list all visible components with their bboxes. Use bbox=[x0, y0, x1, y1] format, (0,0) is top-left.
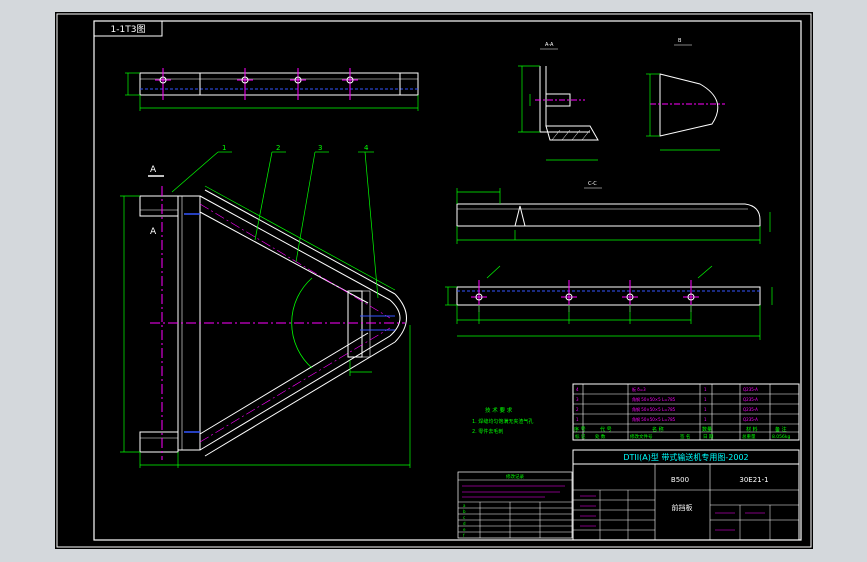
svg-text:数量: 数量 bbox=[702, 426, 712, 433]
svg-text:代 号: 代 号 bbox=[600, 426, 612, 433]
section-a-view: A-A bbox=[518, 42, 599, 161]
svg-text:e: e bbox=[463, 527, 466, 532]
svg-text:3: 3 bbox=[318, 144, 322, 152]
svg-text:角钢 50×50×5 L=785: 角钢 50×50×5 L=785 bbox=[632, 396, 676, 402]
svg-text:A: A bbox=[150, 165, 157, 175]
svg-text:8.056kg: 8.056kg bbox=[772, 434, 790, 440]
svg-text:处 数: 处 数 bbox=[595, 433, 606, 440]
svg-text:修改文件号: 修改文件号 bbox=[630, 433, 653, 440]
title-block: 4 板 δ=3 1 Q235-A 3 角钢 50×50×5 L=785 1 Q2… bbox=[572, 383, 800, 541]
svg-text:标 记: 标 记 bbox=[575, 433, 586, 440]
svg-text:Q235-A: Q235-A bbox=[743, 407, 758, 412]
part-name: 前挡板 bbox=[672, 503, 693, 512]
svg-text:1: 1 bbox=[704, 417, 707, 422]
svg-text:A-A: A-A bbox=[545, 42, 554, 48]
svg-text:1: 1 bbox=[704, 397, 707, 402]
stamp-box bbox=[93, 20, 163, 37]
svg-text:c: c bbox=[463, 515, 465, 520]
drawing-sheet bbox=[55, 12, 813, 549]
svg-text:2. 零件去毛刺: 2. 零件去毛刺 bbox=[472, 428, 503, 435]
svg-text:技 术 要 求: 技 术 要 求 bbox=[485, 406, 513, 414]
svg-text:1: 1 bbox=[576, 417, 579, 422]
svg-text:Q235-A: Q235-A bbox=[743, 417, 758, 422]
view-b-detail: B bbox=[646, 38, 725, 151]
view-d-holes bbox=[445, 265, 773, 340]
revision-table: 修改记录 a b c d e f bbox=[457, 471, 573, 539]
svg-text:A: A bbox=[150, 227, 157, 237]
svg-text:修改记录: 修改记录 bbox=[506, 473, 524, 480]
svg-text:2: 2 bbox=[276, 144, 280, 152]
svg-text:角钢 50×50×5 L=785: 角钢 50×50×5 L=785 bbox=[632, 416, 676, 422]
svg-text:4: 4 bbox=[576, 387, 579, 392]
main-frame-view: A A 1 2 3 4 bbox=[120, 144, 411, 468]
outer-frame bbox=[56, 13, 812, 548]
svg-text:名 称: 名 称 bbox=[652, 426, 664, 433]
svg-text:日 期: 日 期 bbox=[703, 434, 714, 440]
svg-text:板 δ=3: 板 δ=3 bbox=[632, 386, 646, 392]
svg-text:1: 1 bbox=[222, 144, 226, 152]
title-header: DTII(A)型 带式输送机专用图-2002 bbox=[623, 452, 748, 462]
svg-text:Q235-A: Q235-A bbox=[743, 397, 758, 402]
tech-requirements: 技 术 要 求 1. 焊缝均匀饱满无夹渣气孔 2. 零件去毛刺 bbox=[472, 406, 533, 435]
svg-text:B: B bbox=[678, 38, 682, 44]
svg-text:签 名: 签 名 bbox=[680, 433, 690, 440]
svg-text:序 号: 序 号 bbox=[574, 426, 586, 433]
svg-text:1. 焊缝均匀饱满无夹渣气孔: 1. 焊缝均匀饱满无夹渣气孔 bbox=[472, 418, 533, 425]
svg-text:4: 4 bbox=[364, 144, 369, 152]
svg-text:Q235-A: Q235-A bbox=[743, 387, 758, 392]
view-c-side: C-C bbox=[456, 181, 771, 244]
inner-frame bbox=[93, 20, 802, 541]
svg-text:2: 2 bbox=[576, 407, 579, 412]
svg-text:1: 1 bbox=[704, 387, 707, 392]
svg-text:a: a bbox=[463, 503, 466, 508]
svg-text:角钢 50×50×5 L=785: 角钢 50×50×5 L=785 bbox=[632, 406, 676, 412]
svg-text:3: 3 bbox=[576, 397, 579, 402]
svg-text:d: d bbox=[463, 521, 466, 526]
svg-text:f: f bbox=[463, 533, 465, 538]
drawing-no-stamp: 1-1T3图 bbox=[111, 24, 146, 35]
svg-text:b: b bbox=[463, 509, 466, 514]
top-plan-view bbox=[125, 68, 419, 111]
size-code: B500 bbox=[671, 476, 689, 484]
svg-text:材 料: 材 料 bbox=[746, 426, 758, 433]
svg-text:C-C: C-C bbox=[588, 181, 597, 187]
title-block-signatures bbox=[580, 495, 765, 531]
svg-text:1: 1 bbox=[704, 407, 707, 412]
svg-text:备 注: 备 注 bbox=[775, 426, 787, 433]
svg-text:总重量: 总重量 bbox=[742, 433, 756, 440]
drawing-number: 30E21-1 bbox=[739, 476, 768, 484]
